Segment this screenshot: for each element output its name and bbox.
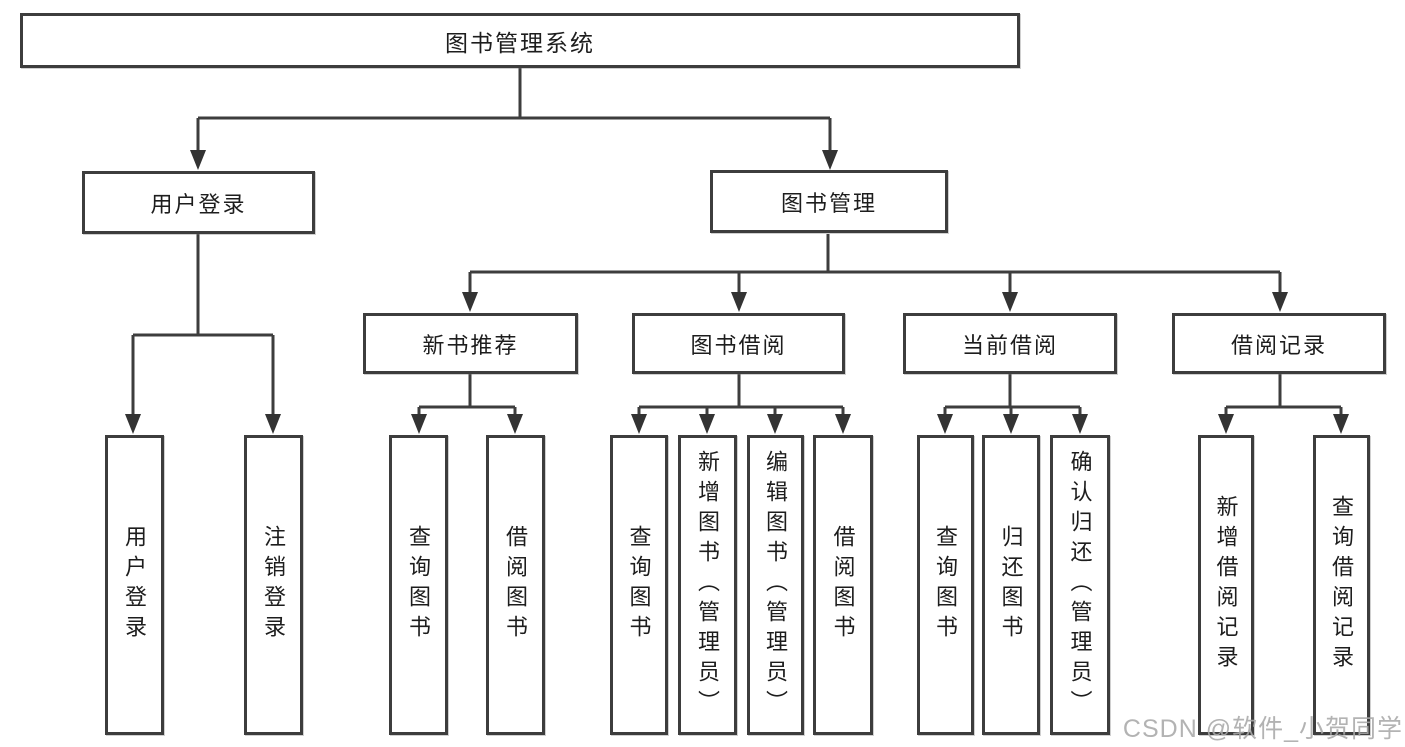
leaf-logout: 注销登录 (244, 435, 303, 735)
leaf-user-login: 用户登录 (105, 435, 164, 735)
leaf-query-borrow-record: 查询借阅记录 (1313, 435, 1370, 735)
node-borrowing-records: 借阅记录 (1172, 313, 1386, 374)
leaf-confirm-return-admin: 确认归还（管理员） (1050, 435, 1110, 735)
watermark: CSDN @软件_小贺同学 (1122, 715, 1403, 743)
leaf-borrow-books-borrowing: 借阅图书 (813, 435, 873, 735)
node-new-book-recommendation: 新书推荐 (363, 313, 578, 374)
leaf-borrow-books-recommend: 借阅图书 (486, 435, 545, 735)
node-book-management: 图书管理 (710, 170, 948, 233)
node-book-borrowing: 图书借阅 (632, 313, 845, 374)
leaf-add-book-admin: 新增图书（管理员） (678, 435, 737, 735)
node-root: 图书管理系统 (20, 13, 1020, 68)
leaf-add-borrow-record: 新增借阅记录 (1198, 435, 1254, 735)
arrowhead-icons (125, 150, 1349, 434)
leaf-query-books-recommend: 查询图书 (389, 435, 448, 735)
node-user-login: 用户登录 (82, 171, 315, 234)
leaf-return-books: 归还图书 (982, 435, 1040, 735)
leaf-edit-book-admin: 编辑图书（管理员） (747, 435, 804, 735)
node-current-borrowing: 当前借阅 (903, 313, 1117, 374)
leaf-query-books-borrowing: 查询图书 (610, 435, 668, 735)
leaf-query-books-current: 查询图书 (917, 435, 974, 735)
